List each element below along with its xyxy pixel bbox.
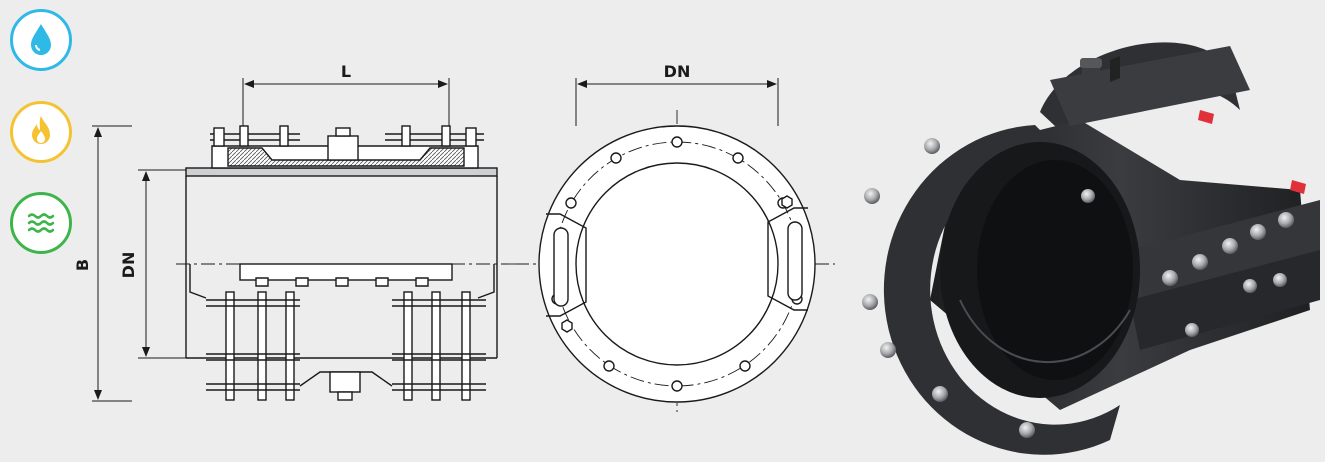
dimension-label-dn-front: DN xyxy=(664,62,691,81)
product-render xyxy=(862,42,1320,455)
flame-icon xyxy=(32,116,50,144)
sewage-medium-badge xyxy=(10,192,72,254)
water-drop-icon xyxy=(31,24,51,55)
dimension-label-length: L xyxy=(341,62,351,81)
side-view xyxy=(92,78,515,402)
dimension-label-dn-side: DN xyxy=(119,252,138,279)
water-medium-badge xyxy=(10,9,72,71)
front-view xyxy=(515,78,835,412)
gas-medium-badge xyxy=(10,101,72,163)
dimension-label-b: B xyxy=(73,259,92,271)
waves-icon xyxy=(27,213,55,233)
